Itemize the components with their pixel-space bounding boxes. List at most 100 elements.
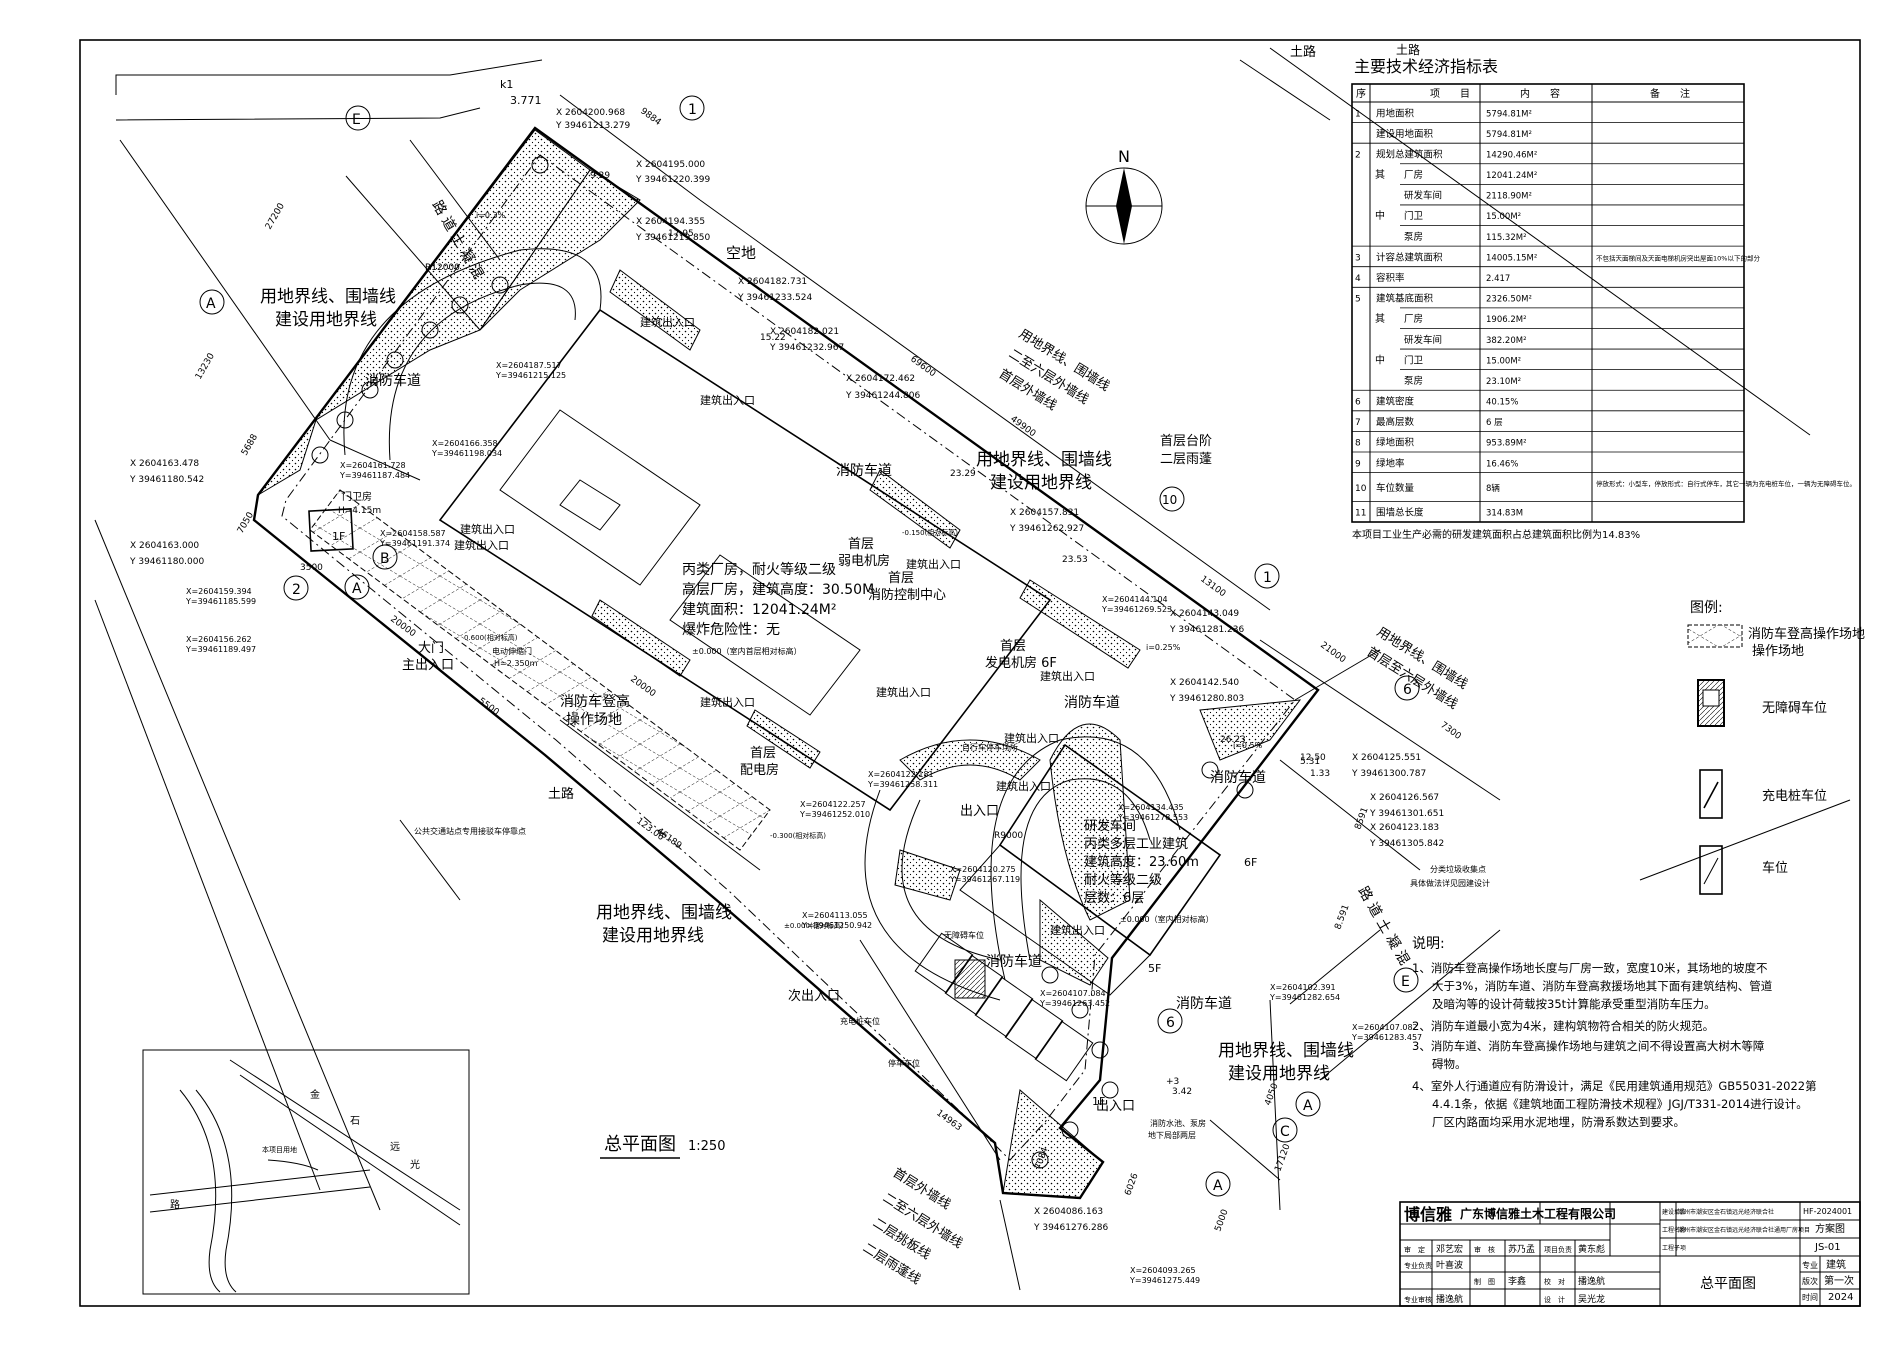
table-row-value: 382.20M²	[1486, 336, 1526, 346]
svg-text:第一次: 第一次	[1824, 1274, 1854, 1287]
svg-text:X=2604156.262: X=2604156.262	[186, 635, 252, 644]
table-row-value: 12041.24M²	[1486, 171, 1537, 181]
table-row-no: 8	[1355, 439, 1361, 449]
svg-text:X 2604172.462: X 2604172.462	[846, 374, 915, 384]
svg-text:首层: 首层	[750, 746, 776, 761]
open-space-label: 空地	[726, 244, 756, 262]
svg-text:k1: k1	[500, 78, 513, 91]
table-row-no: 10	[1355, 484, 1367, 494]
svg-text:X=2604122.257: X=2604122.257	[800, 800, 866, 809]
svg-text:49900: 49900	[1008, 414, 1037, 439]
svg-text:Y=39461275.449: Y=39461275.449	[1129, 1276, 1200, 1285]
svg-text:13100: 13100	[1198, 574, 1227, 599]
svg-text:Y=39461215.125: Y=39461215.125	[495, 371, 566, 380]
svg-text:分类垃圾收集点: 分类垃圾收集点	[1430, 864, 1486, 874]
svg-text:叶喜波: 叶喜波	[1436, 1259, 1463, 1271]
inner-wall-line	[281, 154, 1296, 1161]
fire-yard-label-2: 操作场地	[566, 712, 622, 728]
svg-text:建筑出入口: 建筑出入口	[460, 522, 515, 536]
svg-text:弱电机房: 弱电机房	[838, 553, 890, 569]
svg-text:A: A	[1303, 1098, 1313, 1114]
table-row-item: 规划总建筑面积	[1376, 148, 1443, 160]
table-row-no: 1	[1355, 109, 1361, 119]
table-row-item: 研发车间	[1404, 334, 1442, 346]
svg-text:耐火等级二级: 耐火等级二级	[1084, 872, 1162, 888]
svg-text:Y=39461185.599: Y=39461185.599	[185, 597, 256, 606]
svg-text:层数：6层: 层数：6层	[1084, 891, 1144, 906]
table-row-value: 8辆	[1486, 483, 1500, 494]
svg-text:Y=39461267.119: Y=39461267.119	[949, 875, 1020, 884]
svg-text:建筑出入口: 建筑出入口	[996, 779, 1051, 793]
table-row-sub: 中	[1375, 209, 1385, 222]
table-header-0: 序	[1356, 87, 1366, 100]
svg-text:无障碍车位: 无障碍车位	[1762, 700, 1827, 716]
svg-text:X=2604107.082: X=2604107.082	[1352, 1023, 1418, 1032]
svg-text:操作场地: 操作场地	[1752, 643, 1804, 659]
svg-text:建筑出入口: 建筑出入口	[906, 557, 961, 571]
svg-text:±0.000（室内首层相对标高）: ±0.000（室内首层相对标高）	[692, 646, 802, 656]
svg-text:±0.000（室内相对标高）: ±0.000（室内相对标高）	[1120, 914, 1214, 924]
svg-text:X 2604125.551: X 2604125.551	[1352, 753, 1421, 763]
table-row-no: 2	[1355, 150, 1361, 160]
svg-text:6F: 6F	[1244, 856, 1257, 869]
table-row-value: 14290.46M²	[1486, 150, 1537, 160]
ev-parking-icon	[1699, 769, 1723, 819]
svg-text:发电机房 6F: 发电机房 6F	[985, 655, 1057, 671]
trees	[311, 156, 1254, 1169]
svg-text:A: A	[206, 296, 216, 312]
table-row-item: 泵房	[1404, 231, 1423, 243]
svg-text:X=2604107.084: X=2604107.084	[1040, 989, 1106, 998]
svg-text:X=2604122.181: X=2604122.181	[868, 770, 934, 779]
plan-title: 总平面图	[604, 1134, 676, 1155]
svg-text:8.591: 8.591	[1333, 903, 1351, 931]
table-row-item: 建筑基底面积	[1376, 293, 1434, 305]
svg-text:-0.150(相对标高): -0.150(相对标高)	[902, 528, 958, 537]
svg-text:X=2604187.517: X=2604187.517	[496, 361, 562, 370]
svg-text:20000: 20000	[388, 614, 417, 639]
boundary-label-b1: 用地界线、围墙线	[976, 450, 1112, 470]
svg-text:建筑出入口: 建筑出入口	[454, 538, 509, 552]
fire-road-label-3: 消防车道	[1064, 694, 1120, 711]
table-row-no: 4	[1355, 274, 1361, 284]
svg-text:土路: 土路	[1396, 42, 1420, 57]
table-row-value: 1906.2M²	[1486, 315, 1526, 325]
svg-text:5000: 5000	[1213, 1208, 1230, 1233]
svg-text:充电桩车位: 充电桩车位	[1762, 788, 1827, 804]
svg-text:出入口: 出入口	[960, 804, 999, 819]
svg-text:X 2604123.183: X 2604123.183	[1370, 823, 1439, 833]
svg-text:具体做法详见园建设计: 具体做法详见园建设计	[1410, 878, 1490, 888]
svg-text:Y 39461219.850: Y 39461219.850	[635, 233, 710, 243]
svg-text:制 图: 制 图	[1474, 1277, 1495, 1286]
svg-text:建筑出入口: 建筑出入口	[1004, 731, 1059, 745]
svg-text:Y=39461263.452: Y=39461263.452	[1039, 999, 1110, 1008]
svg-text:B: B	[380, 551, 390, 567]
svg-text:车位: 车位	[1762, 860, 1788, 876]
title-block: 博信雅 广东博信雅土木工程有限公司 建设单位 潮州市潮安区金石镇远光经济联合社 …	[1399, 1201, 1861, 1307]
svg-text:审 定: 审 定	[1404, 1245, 1425, 1254]
svg-text:充电桩车位: 充电桩车位	[840, 1016, 880, 1026]
svg-text:X 2604126.567: X 2604126.567	[1370, 793, 1439, 803]
svg-text:X 2604195.000: X 2604195.000	[636, 160, 705, 170]
svg-text:H=2.350m: H=2.350m	[494, 659, 538, 668]
canopy-label-2: 二层雨蓬	[1160, 452, 1212, 467]
fire-road-label-5: 消防车道	[986, 953, 1042, 970]
svg-text:工程子项: 工程子项	[1662, 1244, 1686, 1252]
location-inset-map: 金 石 远 光 路 本项目用地	[142, 1049, 470, 1295]
table-row-item: 厂房	[1404, 313, 1423, 325]
svg-text:X 2604143.049: X 2604143.049	[1170, 609, 1239, 619]
table-row-value: 5794.81M²	[1486, 130, 1532, 140]
svg-text:JS-01: JS-01	[1814, 1242, 1841, 1253]
svg-text:工程名称: 工程名称	[1662, 1226, 1686, 1234]
table-row-value: 16.46%	[1486, 459, 1518, 469]
svg-text:Y=39461191.374: Y=39461191.374	[379, 539, 450, 548]
svg-text:26.23: 26.23	[1220, 735, 1246, 745]
sheet-frame	[79, 39, 1861, 1307]
svg-text:Y 39461232.967: Y 39461232.967	[769, 343, 844, 353]
svg-text:Y 39461180.542: Y 39461180.542	[129, 475, 204, 485]
svg-text:-0.300(相对标高): -0.300(相对标高)	[770, 831, 826, 840]
table-row-no: 3	[1355, 253, 1361, 263]
svg-text:5500: 5500	[476, 696, 501, 718]
svg-text:C: C	[1280, 1124, 1290, 1140]
svg-text:Y=39461189.497: Y=39461189.497	[185, 645, 256, 654]
svg-text:3、消防车道、消防车登高操作场地与建筑之间不得设置高大树木等: 3、消防车道、消防车登高操作场地与建筑之间不得设置高大树木等障	[1412, 1039, 1764, 1053]
